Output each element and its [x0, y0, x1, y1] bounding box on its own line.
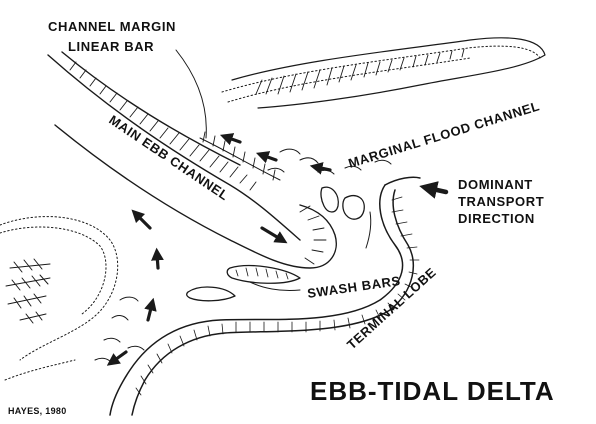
channel-margin-label-line1: CHANNEL MARGIN	[48, 19, 176, 34]
flow-arrows	[112, 50, 446, 362]
flood-flow-arrow-icon	[262, 155, 276, 160]
ebb-flow-arrow-icon	[157, 254, 158, 268]
swash-bars-leader	[366, 212, 371, 248]
channel-margin-label-line2: LINEAR BAR	[68, 39, 154, 54]
marginal-flood-channel-label: MARGINAL FLOOD CHANNEL	[346, 98, 541, 171]
flow-ripples	[95, 149, 391, 362]
dominant-transport-arrow-icon	[428, 188, 446, 192]
main-ebb-channel-bank	[55, 125, 336, 268]
swash-label: SWASH BARS	[306, 273, 401, 301]
transport-label: TRANSPORT	[458, 194, 544, 209]
left-shoreline	[0, 217, 118, 380]
upper-spit	[222, 38, 545, 108]
direction-label: DIRECTION	[458, 211, 535, 226]
flood-flow-arrow-icon	[316, 167, 330, 170]
dominant-label: DOMINANT	[458, 177, 533, 192]
channel-margin-leader	[176, 50, 206, 138]
ebb-flow-arrow-icon	[112, 352, 126, 362]
diagram-title: EBB-TIDAL DELTA	[310, 376, 555, 406]
ebb-flow-arrow-icon	[262, 228, 282, 240]
credit-text: HAYES, 1980	[8, 406, 67, 416]
flood-flow-arrow-icon	[226, 137, 240, 142]
ebb-flow-arrow-icon	[148, 304, 152, 320]
ebb-flow-arrow-icon	[136, 214, 150, 228]
